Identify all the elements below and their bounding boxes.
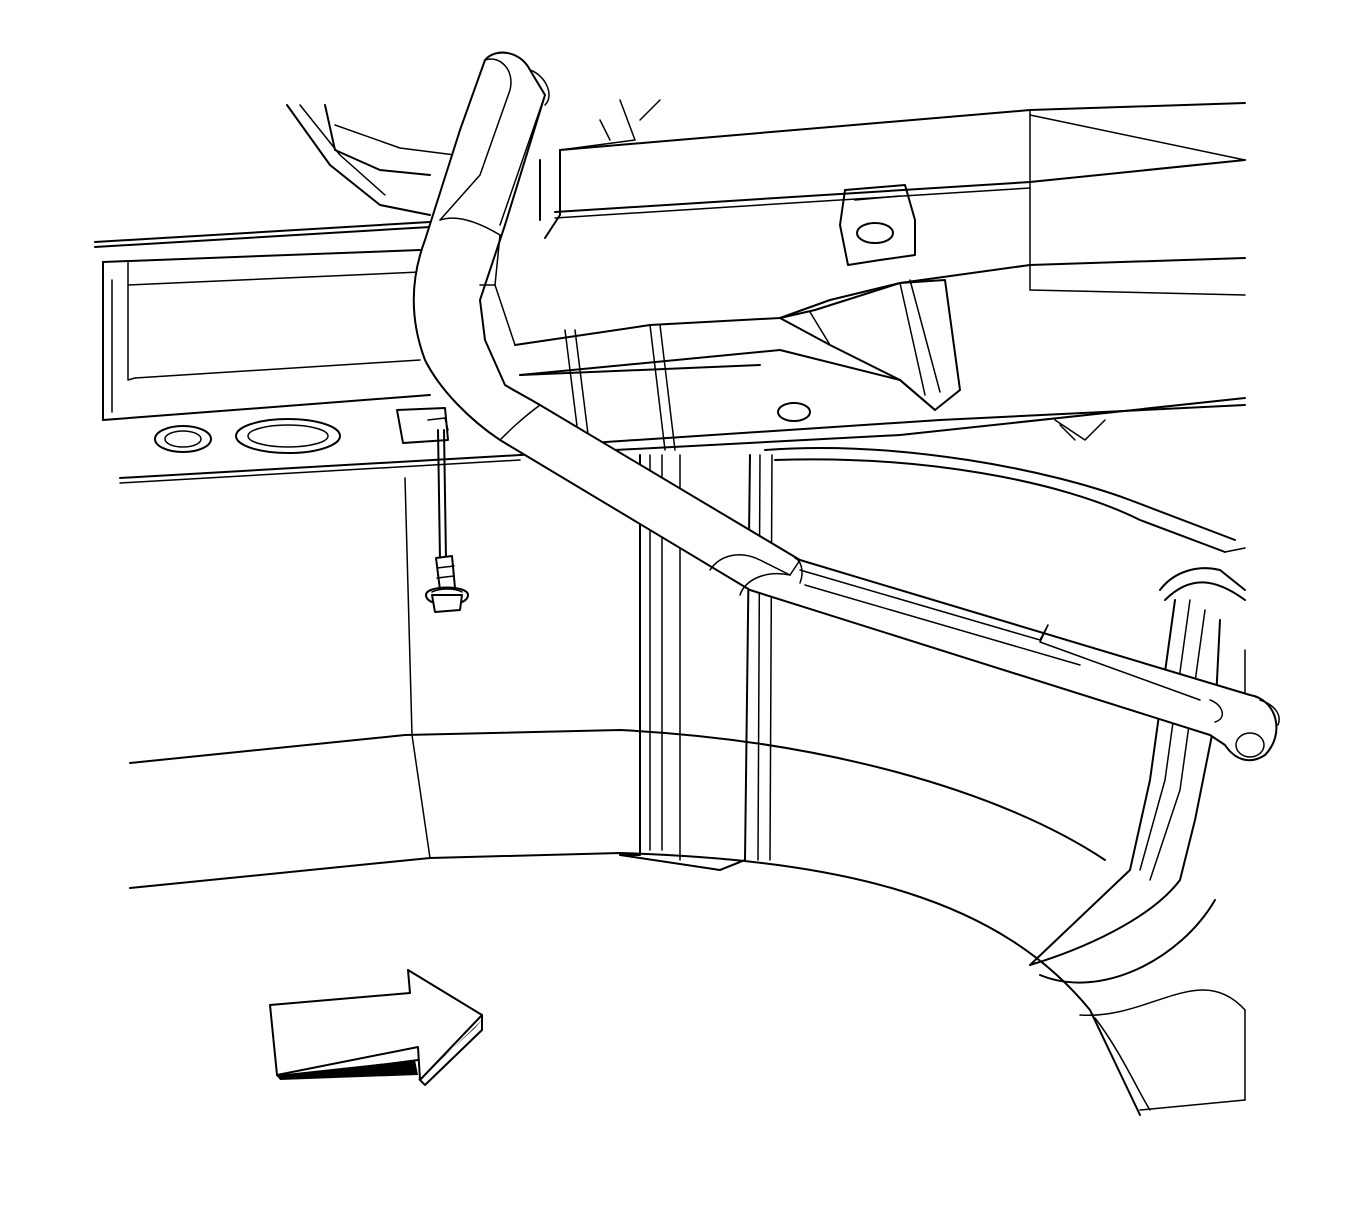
brake-line-pipe — [412, 51, 1280, 762]
retaining-clip — [427, 417, 449, 561]
bolt — [425, 555, 469, 613]
frame-rail — [94, 102, 1246, 484]
wheel-well — [129, 447, 1246, 1116]
direction-arrow — [269, 969, 483, 1086]
